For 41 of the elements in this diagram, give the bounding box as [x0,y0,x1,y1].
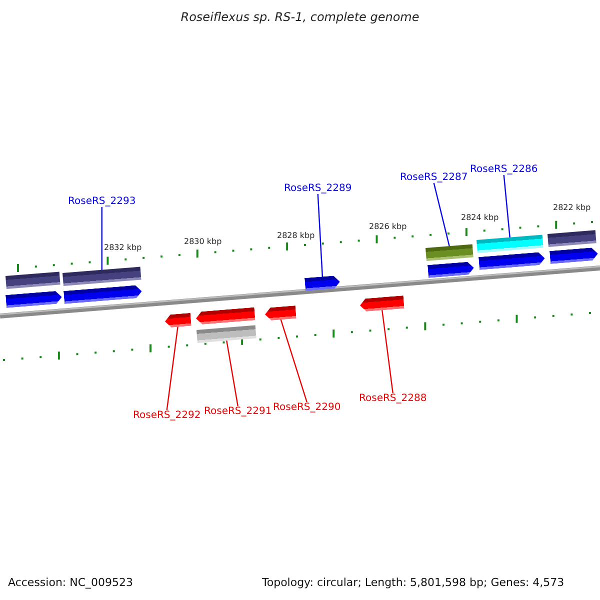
gene-block [63,284,142,304]
gene-block [195,306,256,324]
gene-bar [62,266,142,286]
diagram-title: Roseiflexus sp. RS-1, complete genome [180,10,420,24]
gene-bar [476,234,544,252]
gene-block [5,290,62,308]
gene-label: RoseRS_2293 [68,196,136,207]
gene-bar [5,271,60,288]
position-label: 2830 kbp [184,237,222,246]
leader-line [101,207,102,270]
gene-label: RoseRS_2286 [470,164,538,175]
gene-bar [425,244,474,260]
leader-line [166,325,179,410]
gene-block [164,312,192,328]
leader-line [433,182,450,247]
gene-label: RoseRS_2289 [284,183,352,194]
gene-bar [547,230,596,246]
gene-block [478,251,546,270]
position-label: 2826 kbp [369,222,407,231]
gene-label: RoseRS_2287 [400,172,468,183]
position-label: 2832 kbp [104,243,142,252]
gene-block [549,246,598,264]
gene-block [359,295,404,312]
gene-block [264,305,296,320]
gene-block [427,260,474,278]
gene-label: RoseRS_2291 [204,406,272,417]
gene-label: RoseRS_2288 [359,393,427,404]
leader-line [226,339,238,406]
leader-line [503,174,510,238]
gene-label: RoseRS_2290 [273,402,341,413]
footer-text: Accession: NC_009523 [8,576,134,589]
gene-label: RoseRS_2292 [133,410,201,421]
leader-line [317,194,324,278]
gene-block [304,274,340,290]
gene-bar [196,324,256,342]
position-label: 2822 kbp [553,203,591,212]
leader-line [280,318,308,402]
position-label: 2828 kbp [277,231,315,240]
position-label: 2824 kbp [461,213,499,222]
footer-text: Topology: circular; Length: 5,801,598 bp; Genes: 4,573 [262,576,564,589]
leader-line [381,308,394,394]
